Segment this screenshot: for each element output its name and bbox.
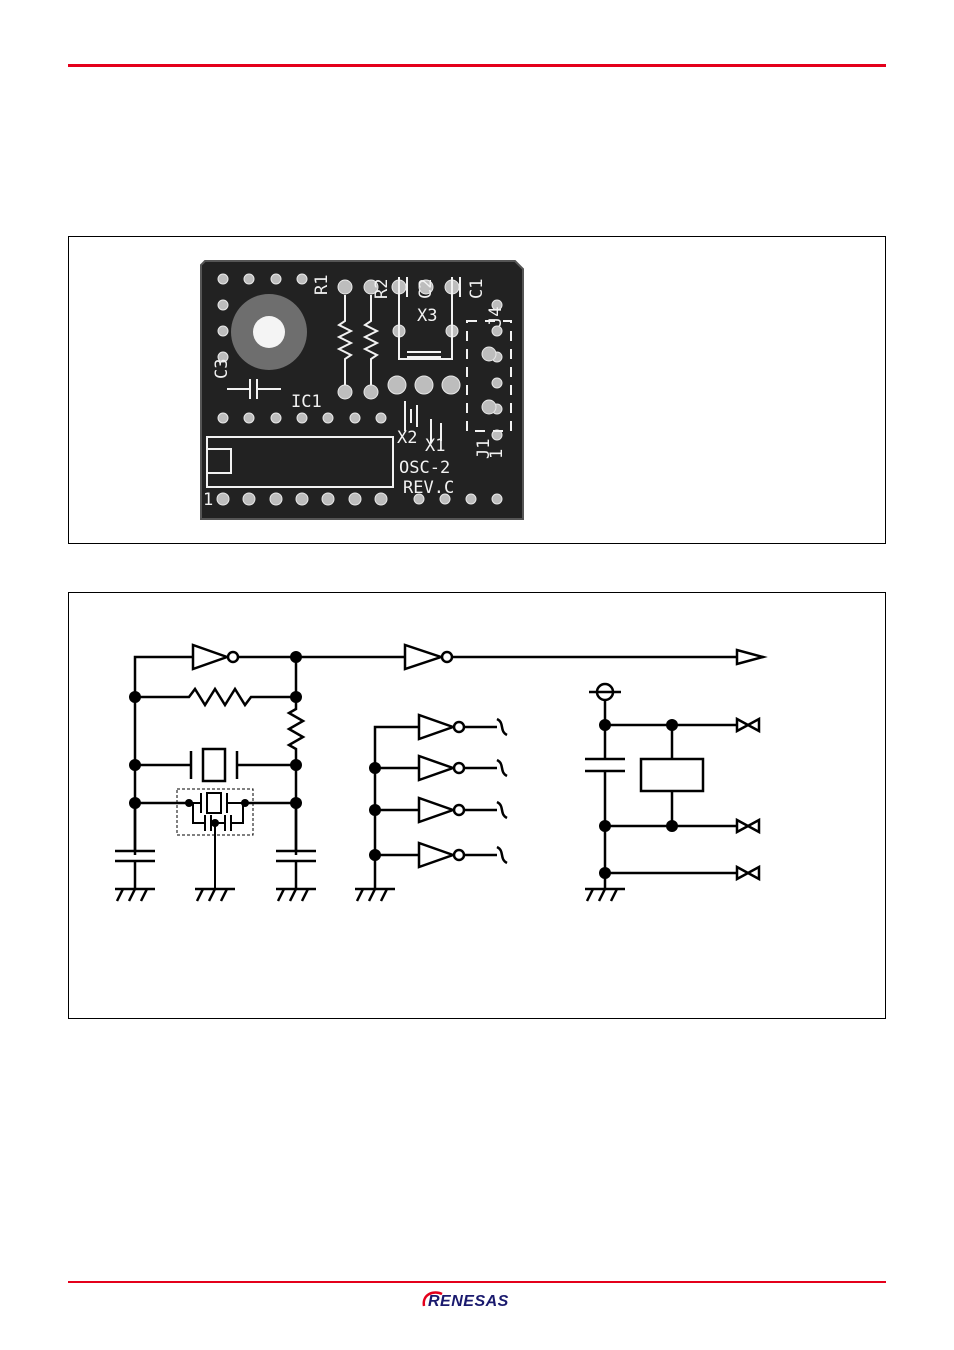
inverter-1 <box>193 645 227 669</box>
label-pin1-j1: 1 <box>487 449 507 459</box>
label-x1: X1 <box>425 436 445 456</box>
label-r2: R2 <box>372 279 392 299</box>
label-r1: R1 <box>312 275 332 295</box>
label-board-rev: REV.C <box>403 478 454 498</box>
ceramic-resonator-x2 <box>189 793 245 889</box>
bottom-rule <box>68 1281 886 1283</box>
label-j4: J4 <box>486 307 506 327</box>
label-board-name: OSC-2 <box>399 458 450 478</box>
mounting-hole <box>253 316 285 348</box>
label-c2: C2 <box>416 279 436 299</box>
svg-text:RENESAS: RENESAS <box>428 1293 509 1310</box>
pcb-figure-frame: R1 R2 C2 C1 X3 J4 C3 IC1 X2 X1 J1 1 1 OS… <box>68 236 886 544</box>
oscillator-schematic <box>69 593 885 1018</box>
renesas-logo: RENESAS <box>420 1288 535 1310</box>
label-x2: X2 <box>397 428 417 448</box>
unused-inverters <box>375 715 507 889</box>
label-x3: X3 <box>417 306 437 326</box>
ground-symbols <box>115 889 625 901</box>
oscillator-module <box>641 759 703 791</box>
top-rule <box>68 64 886 67</box>
wire-top-left <box>135 657 193 697</box>
label-c1: C1 <box>467 279 487 299</box>
pcb-board-illustration: R1 R2 C2 C1 X3 J4 C3 IC1 X2 X1 J1 1 1 OS… <box>69 237 885 543</box>
output-arrow <box>737 650 763 664</box>
power-section <box>585 684 759 889</box>
inverter-output <box>405 645 441 669</box>
schematic-figure-frame <box>68 592 886 1019</box>
crystal-x1 <box>203 749 225 781</box>
label-ic1: IC1 <box>291 392 322 412</box>
feedback-resistor <box>135 689 296 705</box>
label-pin1: 1 <box>203 490 213 510</box>
label-c3: C3 <box>212 359 232 379</box>
